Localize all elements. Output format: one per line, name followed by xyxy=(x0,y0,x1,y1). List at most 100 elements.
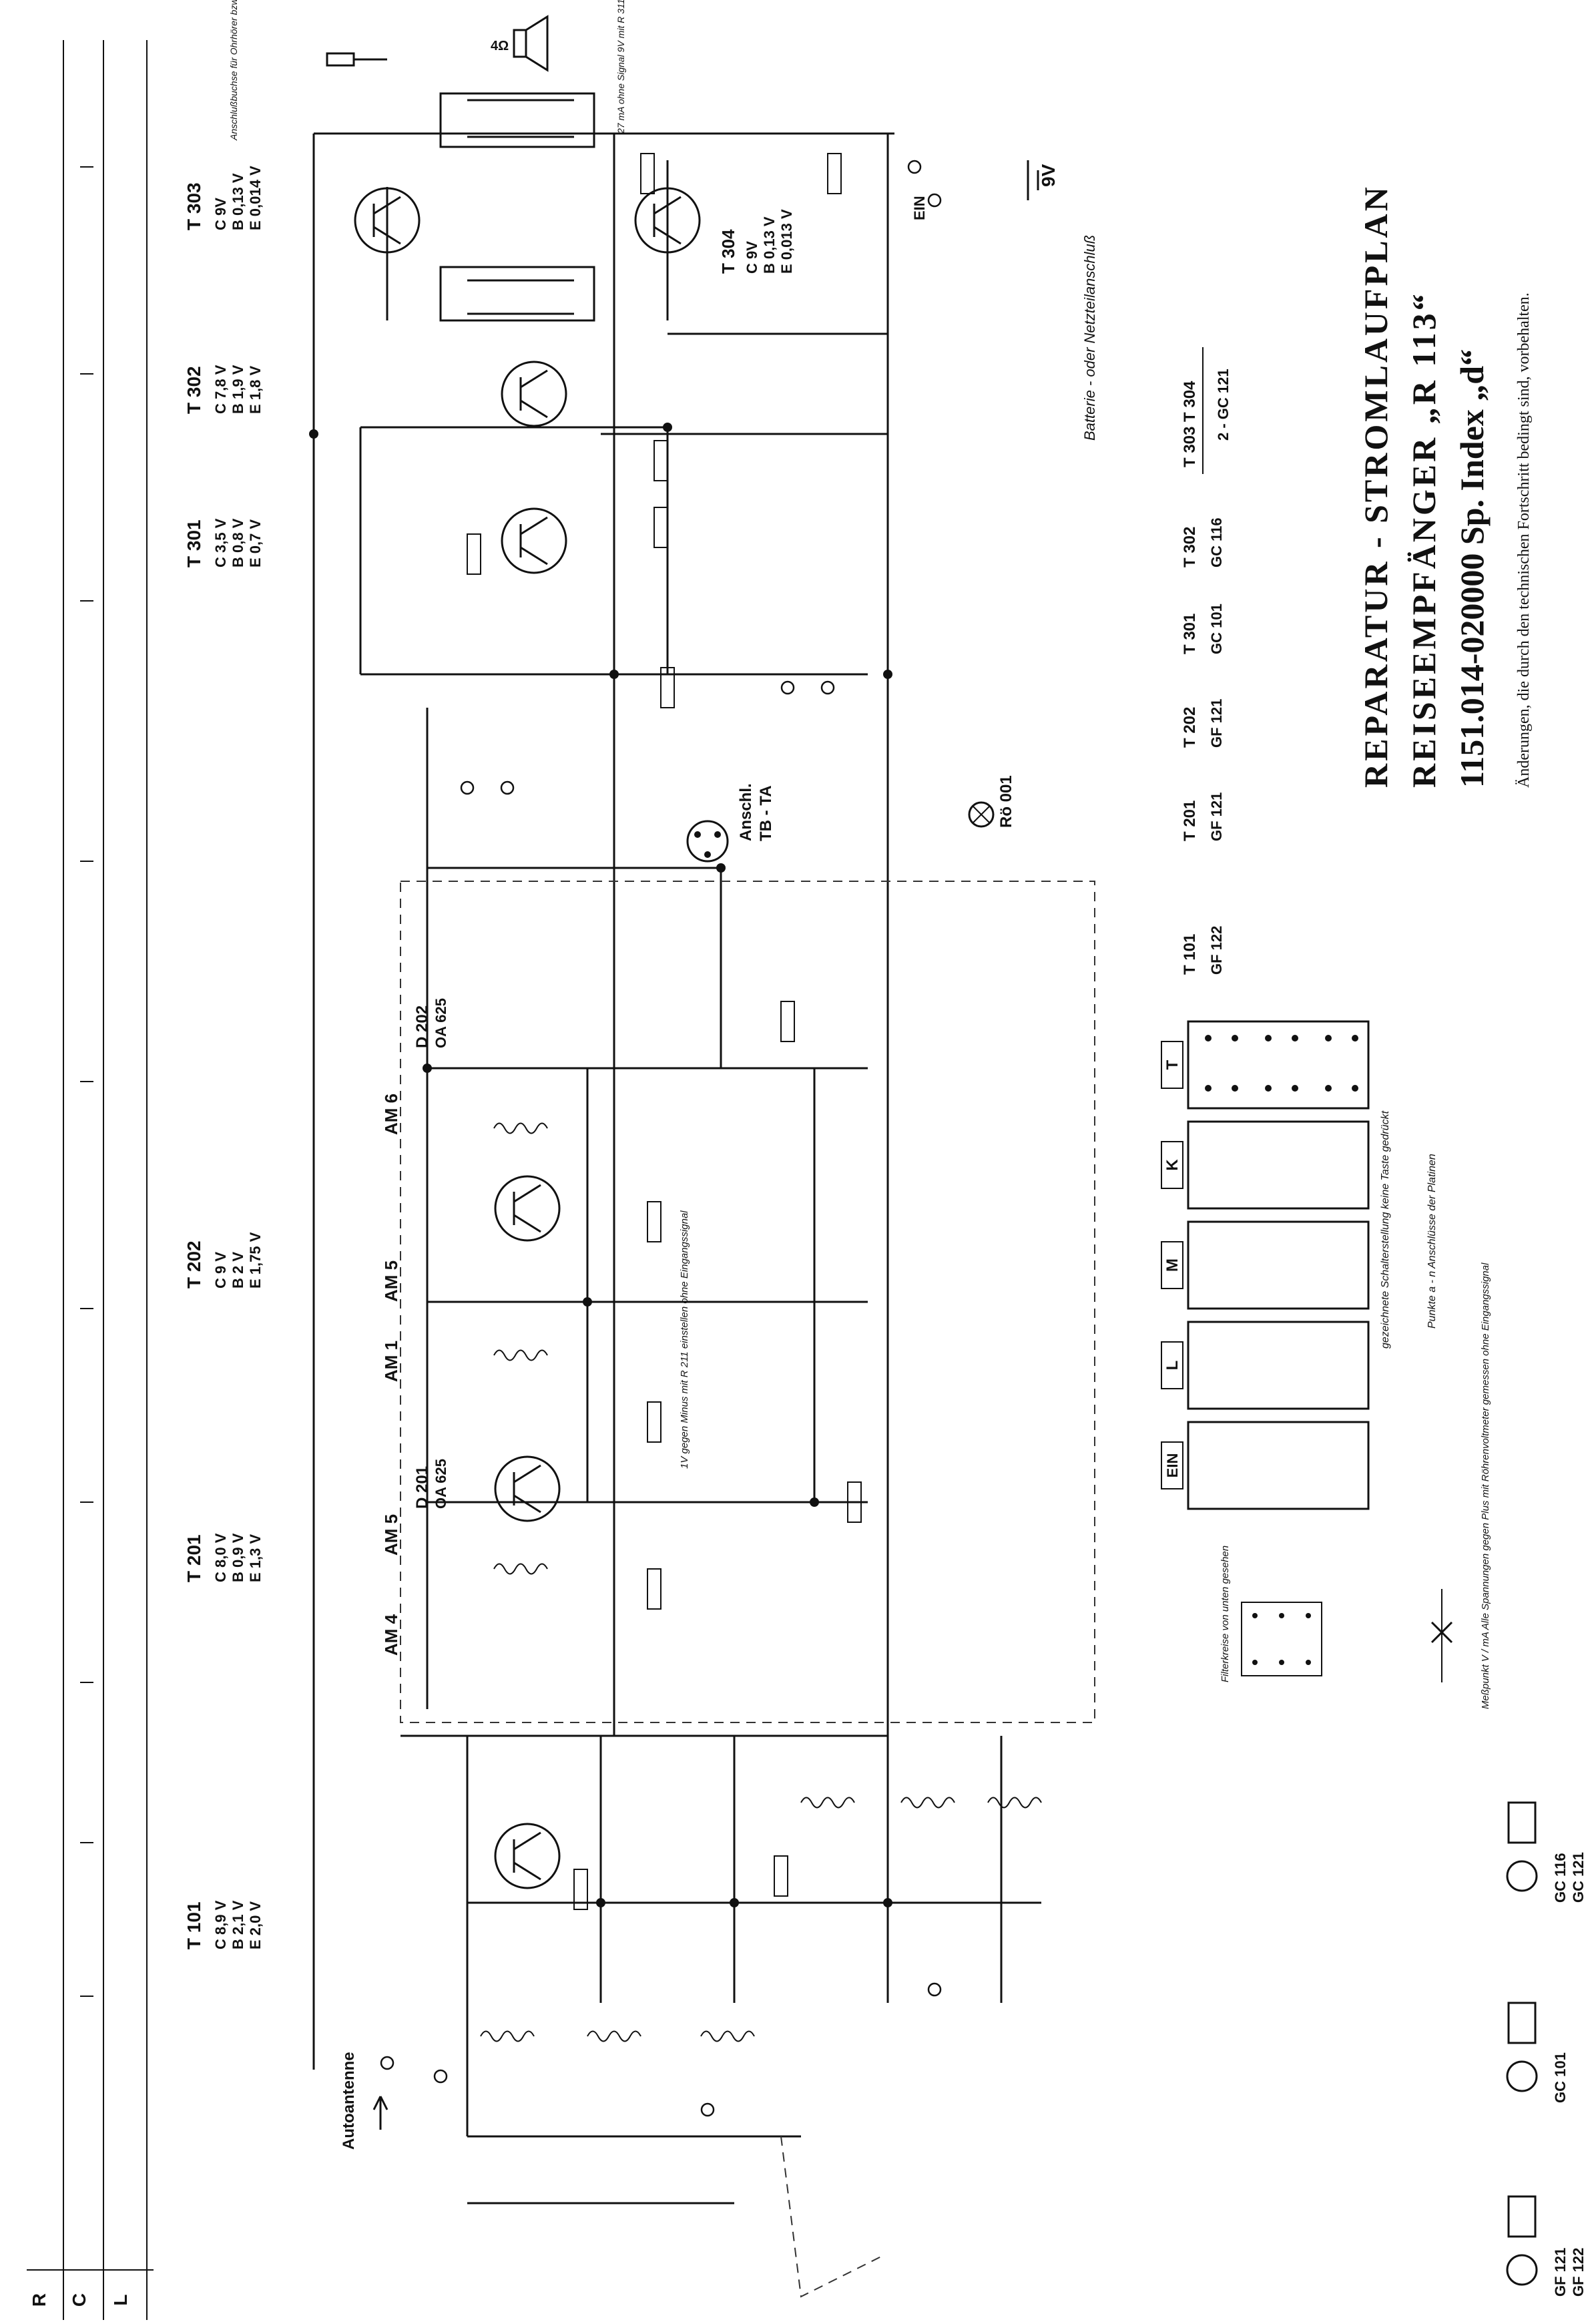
legend-block: Filterkreise von unten gesehen Meßpunkt … xyxy=(1220,1262,1491,1709)
strip-row-l: L xyxy=(110,2294,131,2305)
pinout-gc101: GC 101 xyxy=(1506,2002,1569,2103)
label-d201-type: OA 625 xyxy=(433,1459,449,1509)
transistor-type-table: T 101 GF 122 T 201 GF 121 T 202 GF 121 T… xyxy=(1181,347,1232,975)
transistor-symbol-t101 xyxy=(494,1823,561,1889)
pinout-gc116: GC 116 GC 121 xyxy=(1506,1801,1587,1903)
pinout-gc116-label: GC 116 xyxy=(1552,1853,1569,1903)
label-band-am4: AM 4 xyxy=(381,1614,401,1656)
button-label-k: K xyxy=(1163,1159,1181,1171)
title-line-1: REPARATUR - STROMLAUFPLAN xyxy=(1357,184,1394,788)
t202-id: T 202 xyxy=(184,1240,204,1289)
type-id-t301: T 301 xyxy=(1181,614,1199,654)
transistor-symbol-t201 xyxy=(494,1455,561,1522)
title-block: REPARATUR - STROMLAUFPLAN REISEEMPFÄNGER… xyxy=(1357,184,1533,788)
title-note: Änderungen, die durch den technischen Fo… xyxy=(1515,292,1533,788)
t301-id: T 301 xyxy=(184,519,204,567)
transistor-symbol-t301 xyxy=(501,507,567,574)
t304-c: C 9V xyxy=(744,241,760,274)
type-val-t302: GC 116 xyxy=(1208,517,1225,567)
transistor-symbol-t303 xyxy=(354,187,421,254)
transistor-symbol-t302 xyxy=(501,361,567,427)
transistor-symbol-t202 xyxy=(494,1175,561,1242)
t304-b: B 0,13 V xyxy=(761,216,778,274)
type-val-t303-t304: 2 - GC 121 xyxy=(1215,369,1232,441)
t201-id: T 201 xyxy=(184,1534,204,1582)
legend-switch: gezeichnete Schalterstellung keine Taste… xyxy=(1380,1110,1391,1349)
label-ro001: Rö 001 xyxy=(997,775,1015,828)
t301-c: C 3,5 V xyxy=(212,518,229,567)
pinout-gf121: GF 121 GF 122 xyxy=(1506,2195,1587,2297)
type-id-t302: T 302 xyxy=(1181,527,1199,567)
measurement-point-icon xyxy=(1430,1589,1453,1682)
legend-meas: Meßpunkt V / mA Alle Spannungen gegen Pl… xyxy=(1480,1262,1491,1709)
legend-filter: Filterkreise von unten gesehen xyxy=(1220,1546,1231,1682)
t202-e: E 1,75 V xyxy=(247,1232,264,1289)
label-band-am5b: AM 5 xyxy=(381,1260,401,1302)
headphone-jack-icon xyxy=(326,52,387,67)
tb-ta-socket-icon xyxy=(686,820,729,863)
component-index-strip: R C L xyxy=(27,40,154,2320)
t101-b: B 2,1 V xyxy=(230,1900,246,1949)
t201-e: E 1,3 V xyxy=(247,1534,264,1582)
type-val-t202: GF 121 xyxy=(1208,699,1225,748)
label-speaker: 4Ω xyxy=(491,39,509,53)
type-id-t202: T 202 xyxy=(1181,707,1199,748)
type-val-t301: GC 101 xyxy=(1208,604,1225,654)
strip-row-c: C xyxy=(69,2293,89,2307)
t301-b: B 0,8 V xyxy=(230,518,246,567)
transistor-symbols xyxy=(354,187,701,1889)
button-label-m: M xyxy=(1163,1258,1181,1272)
label-anschl: Anschl. xyxy=(737,783,755,841)
battery-icon xyxy=(1027,160,1039,200)
t201-c: C 8,0 V xyxy=(212,1533,229,1582)
pinout-gc101-label: GC 101 xyxy=(1552,2052,1569,2103)
type-val-t101: GF 122 xyxy=(1208,926,1225,975)
antenna-icon xyxy=(372,2096,388,2130)
t101-c: C 8,9 V xyxy=(212,1900,229,1949)
button-label-ein: EIN xyxy=(1164,1453,1181,1478)
label-d202: D 202 xyxy=(413,1005,431,1048)
label-tv-note: 1V gegen Minus mit R 211 einstellen ohne… xyxy=(679,1210,690,1469)
label-band-am1: AM 1 xyxy=(381,1341,401,1382)
pinout-gf121-label: GF 121 xyxy=(1552,2248,1569,2297)
type-id-t303-t304: T 303 T 304 xyxy=(1181,381,1199,467)
label-lautsprecher: Anschlußbuchse für Ohrhörer bzw. Lautspr… xyxy=(228,0,239,141)
t101-e: E 2,0 V xyxy=(247,1901,264,1949)
t101-id: T 101 xyxy=(184,1901,204,1949)
schematic-wiring xyxy=(312,92,1095,2298)
label-ein: EIN xyxy=(911,196,928,220)
legend-points: Punkte a - n Anschlüsse der Platinen xyxy=(1426,1154,1438,1329)
button-label-t: T xyxy=(1163,1060,1181,1070)
transistor-pinouts: GF 121 GF 122 GC 101 GC 116 GC 121 xyxy=(1506,1801,1587,2297)
lamp-icon xyxy=(968,801,995,828)
title-line-3: 1151.014-020000 Sp. Index „d“ xyxy=(1453,349,1491,788)
t303-c: C 9V xyxy=(212,198,229,230)
t302-id: T 302 xyxy=(184,366,204,414)
transistor-symbol-t304 xyxy=(634,187,701,254)
label-tb-ta: TB - TA xyxy=(757,785,775,841)
t302-e: E 1,8 V xyxy=(247,366,264,414)
pinout-gc121-label: GC 121 xyxy=(1570,1852,1587,1903)
label-autoantenne: Autoantenne xyxy=(340,2052,358,2150)
t303-id: T 303 xyxy=(184,182,204,230)
label-band-am5a: AM 5 xyxy=(381,1514,401,1556)
t303-b: B 0,13 V xyxy=(230,173,246,230)
push-button-bank: EIN L M K T gezeichnete Schalterstellung… xyxy=(1161,1020,1438,1510)
pinout-gf122-label: GF 122 xyxy=(1570,2248,1587,2297)
speaker-icon xyxy=(513,15,549,72)
transistor-voltage-labels: T 303 C 9V B 0,13 V E 0,014 V T 304 C 9V… xyxy=(184,166,795,1949)
label-band-am6: AM 6 xyxy=(381,1094,401,1135)
type-id-t201: T 201 xyxy=(1181,800,1199,841)
type-val-t201: GF 121 xyxy=(1208,792,1225,841)
t304-e: E 0,013 V xyxy=(778,209,795,274)
t302-c: C 7,8 V xyxy=(212,365,229,414)
label-ma-note: 27 mA ohne Signal 9V mit R 311 einstelle… xyxy=(615,0,626,134)
t201-b: B 0,9 V xyxy=(230,1533,246,1582)
t302-b: B 1,9 V xyxy=(230,365,246,414)
t303-e: E 0,014 V xyxy=(247,166,264,230)
label-battery: 9V xyxy=(1038,164,1059,187)
t202-b: B 2 V xyxy=(230,1252,246,1289)
label-batterie: Batterie - oder Netzteilanschluß xyxy=(1081,235,1098,441)
label-d201: D 201 xyxy=(413,1466,431,1509)
